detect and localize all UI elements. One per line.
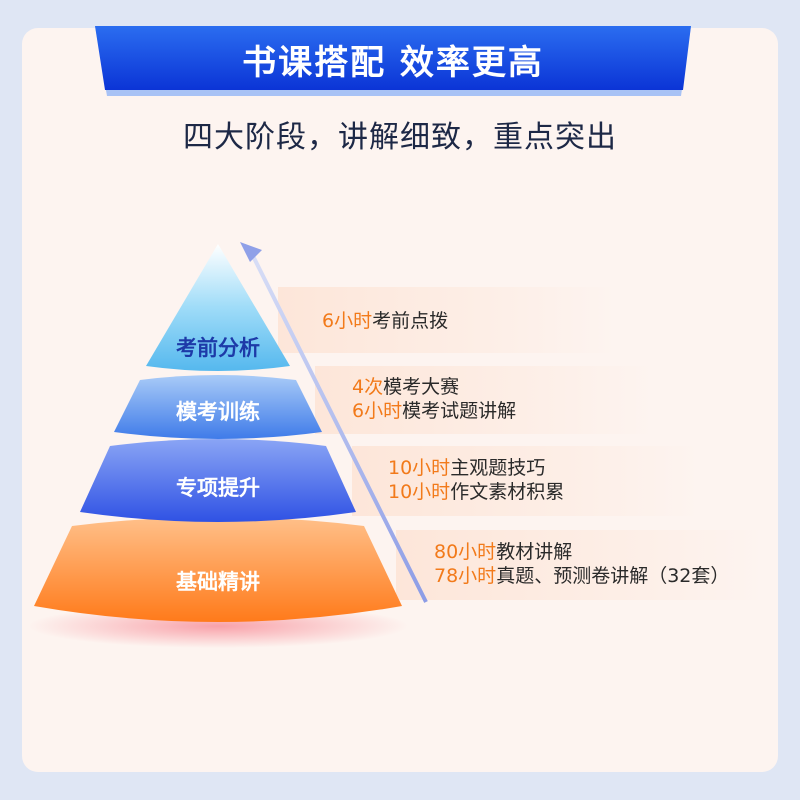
tier-info-4: 80小时教材讲解 78小时真题、预测卷讲解（32套） bbox=[434, 540, 729, 588]
tier-band-4 bbox=[396, 530, 766, 600]
banner-title: 书课搭配 效率更高 bbox=[242, 42, 544, 83]
tier-shape-2 bbox=[114, 375, 322, 439]
hours-highlight: 6小时 bbox=[322, 310, 373, 332]
tier-info-3: 10小时主观题技巧 10小时作文素材积累 bbox=[388, 456, 564, 504]
tier-info-2: 4次模考大赛 6小时模考试题讲解 bbox=[352, 375, 516, 423]
tier-shape-1 bbox=[146, 244, 290, 371]
banner-background bbox=[95, 26, 691, 96]
hours-highlight: 80小时 bbox=[434, 541, 497, 563]
hours-highlight: 10小时 bbox=[388, 481, 451, 503]
tier-info-line: 10小时主观题技巧 bbox=[388, 456, 564, 480]
progress-line bbox=[250, 253, 428, 603]
info-text: 主观题技巧 bbox=[450, 457, 546, 479]
count-highlight: 4次 bbox=[352, 376, 384, 398]
tier-shape-4 bbox=[34, 517, 402, 622]
info-text: 教材讲解 bbox=[496, 541, 573, 563]
hours-highlight: 6小时 bbox=[352, 400, 403, 422]
tier-shape-3 bbox=[80, 439, 356, 522]
hours-highlight: 78小时 bbox=[434, 565, 497, 587]
hours-highlight: 10小时 bbox=[388, 457, 451, 479]
info-text: 真题、预测卷讲解（32套） bbox=[496, 565, 730, 587]
info-text: 模考试题讲解 bbox=[402, 400, 517, 422]
info-text: 模考大赛 bbox=[383, 376, 460, 398]
tier-info-line: 10小时作文素材积累 bbox=[388, 480, 564, 504]
tier-info-line: 78小时真题、预测卷讲解（32套） bbox=[434, 564, 729, 588]
tier-info-line: 4次模考大赛 bbox=[352, 375, 516, 399]
arrow-head-icon bbox=[240, 242, 262, 262]
tier-label-3: 专项提升 bbox=[176, 476, 260, 500]
tier-info-1: 6小时考前点拨 bbox=[322, 309, 448, 333]
tier-info-line: 80小时教材讲解 bbox=[434, 540, 729, 564]
tier-info-line: 6小时考前点拨 bbox=[322, 309, 448, 333]
info-text: 作文素材积累 bbox=[450, 481, 565, 503]
tier-label-1: 考前分析 bbox=[176, 336, 260, 360]
tier-band-3 bbox=[352, 446, 702, 516]
info-text: 考前点拨 bbox=[372, 310, 449, 332]
tier-label-4: 基础精讲 bbox=[176, 570, 260, 594]
tier-info-line: 6小时模考试题讲解 bbox=[352, 399, 516, 423]
page-subtitle: 四大阶段，讲解细致，重点突出 bbox=[183, 120, 617, 155]
tier-band-2 bbox=[315, 366, 655, 434]
tier-label-2: 模考训练 bbox=[176, 400, 260, 424]
tier-band-1 bbox=[278, 287, 618, 353]
